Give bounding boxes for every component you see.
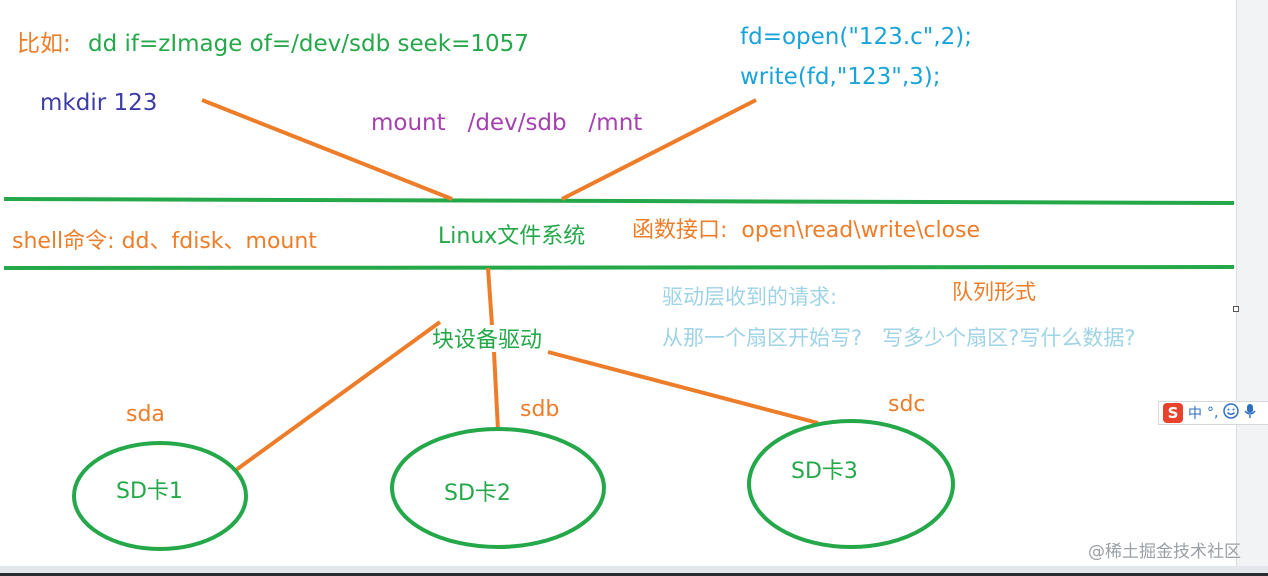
watermark: @稀土掘金技术社区 xyxy=(1088,542,1241,562)
linux-filesystem-label: Linux文件系统 xyxy=(438,224,586,249)
connector-fs-to-driver xyxy=(486,267,494,326)
driver-request-title: 驱动层收到的请求: xyxy=(662,285,838,309)
sogou-logo-icon[interactable]: S xyxy=(1163,403,1183,423)
block-device-driver-label: 块设备驱动 xyxy=(432,328,543,353)
diagram-canvas xyxy=(0,0,1236,566)
sd-card-2-label: SD卡2 xyxy=(444,481,511,506)
connector-driver-to-sd1 xyxy=(234,320,442,472)
mount-command: mount /dev/sdb /mnt xyxy=(371,110,643,136)
sd-card-3-ellipse xyxy=(747,419,955,549)
lower-boundary-line xyxy=(3,265,1235,270)
shell-commands-label: shell命令: dd、fdisk、mount xyxy=(12,229,317,254)
upper-boundary-line xyxy=(3,197,1235,205)
connector-mkdir-to-fs xyxy=(201,98,453,201)
sd-card-1-ellipse xyxy=(72,441,248,551)
sd-card-1-label: SD卡1 xyxy=(116,479,183,504)
dd-command: dd if=zImage of=/dev/sdb seek=1057 xyxy=(88,31,529,57)
example-prefix: 比如: xyxy=(17,31,71,57)
queue-form-label: 队列形式 xyxy=(952,280,1036,304)
device-sdc-label: sdc xyxy=(888,392,926,417)
sd-card-3-label: SD卡3 xyxy=(791,459,858,484)
window-right-edge xyxy=(1236,0,1268,576)
ime-toolbar[interactable]: S 中 °, xyxy=(1158,401,1268,425)
microphone-icon[interactable] xyxy=(1244,403,1256,423)
driver-request-questions: 从那一个扇区开始写? 写多少个扇区?写什么数据? xyxy=(662,326,1136,350)
ime-punctuation-toggle[interactable]: °, xyxy=(1207,405,1219,421)
taskbar-strip xyxy=(0,573,1268,576)
function-interface-label: 函数接口: open\read\write\close xyxy=(632,218,981,243)
smiley-icon[interactable] xyxy=(1223,403,1240,423)
resize-handle[interactable] xyxy=(1233,306,1239,312)
code-line-open: fd=open("123.c",2); xyxy=(740,24,973,50)
connector-driver-to-sd3 xyxy=(547,350,819,425)
window-bottom-edge xyxy=(0,566,1268,576)
sd-card-2-ellipse xyxy=(390,427,606,549)
ime-mode-toggle[interactable]: 中 xyxy=(1188,406,1202,422)
connector-driver-to-sd2 xyxy=(492,351,500,431)
mkdir-command: mkdir 123 xyxy=(40,90,158,116)
code-line-write: write(fd,"123",3); xyxy=(740,64,941,90)
connector-code-to-fs xyxy=(561,98,757,201)
device-sda-label: sda xyxy=(126,402,165,427)
device-sdb-label: sdb xyxy=(520,397,560,422)
